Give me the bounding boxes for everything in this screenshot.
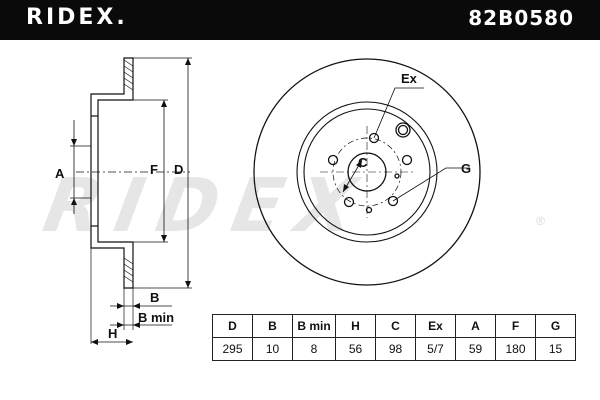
bolt-hole	[387, 195, 399, 207]
friction-ring-inner	[296, 101, 438, 243]
brand-logo: RIDEX.	[26, 5, 128, 30]
label-c: C	[358, 155, 368, 170]
specs-header-row: D B B min H C Ex A F G	[212, 314, 576, 338]
label-ex: Ex	[401, 71, 418, 86]
spec-header: D	[212, 314, 253, 338]
spec-header: G	[535, 314, 576, 338]
spec-header: F	[495, 314, 536, 338]
spec-value: 180	[495, 337, 536, 361]
bolt-hole	[368, 132, 380, 144]
spec-header: C	[375, 314, 416, 338]
label-a: A	[55, 166, 65, 181]
watermark-registered-mark: ®	[536, 214, 545, 228]
label-h: H	[108, 326, 117, 341]
label-d: D	[174, 162, 183, 177]
specs-table: D B B min H C Ex A F G 295 10 8 56 98 5/…	[212, 314, 576, 361]
bolt-hole	[343, 196, 355, 208]
spec-value: 8	[292, 337, 336, 361]
bolt-hole	[327, 154, 339, 166]
spec-value: 98	[375, 337, 416, 361]
spec-header: Ex	[415, 314, 456, 338]
label-g: G	[461, 161, 471, 176]
locator-hole	[394, 173, 400, 179]
spec-header: A	[455, 314, 496, 338]
threaded-hole	[395, 122, 411, 138]
specs-value-row: 295 10 8 56 98 5/7 59 180 15	[212, 337, 576, 361]
locator-hole	[365, 206, 373, 214]
spec-value: 10	[252, 337, 293, 361]
spec-header: H	[335, 314, 376, 338]
spec-header: B	[252, 314, 293, 338]
spec-value: 59	[455, 337, 496, 361]
spec-value: 295	[212, 337, 253, 361]
hub-outer	[303, 108, 431, 236]
label-b: B	[150, 290, 159, 305]
disc-side-profile	[90, 57, 134, 289]
spec-value: 5/7	[415, 337, 456, 361]
label-f: F	[150, 162, 158, 177]
disc-outer-edge	[253, 58, 481, 286]
spec-header: B min	[292, 314, 336, 338]
header-bar: RIDEX. 82B0580	[0, 0, 600, 40]
spec-value: 56	[335, 337, 376, 361]
part-number: 82B0580	[468, 6, 574, 30]
bolt-hole	[401, 154, 413, 166]
label-b-min: B min	[138, 310, 174, 325]
spec-value: 15	[535, 337, 576, 361]
